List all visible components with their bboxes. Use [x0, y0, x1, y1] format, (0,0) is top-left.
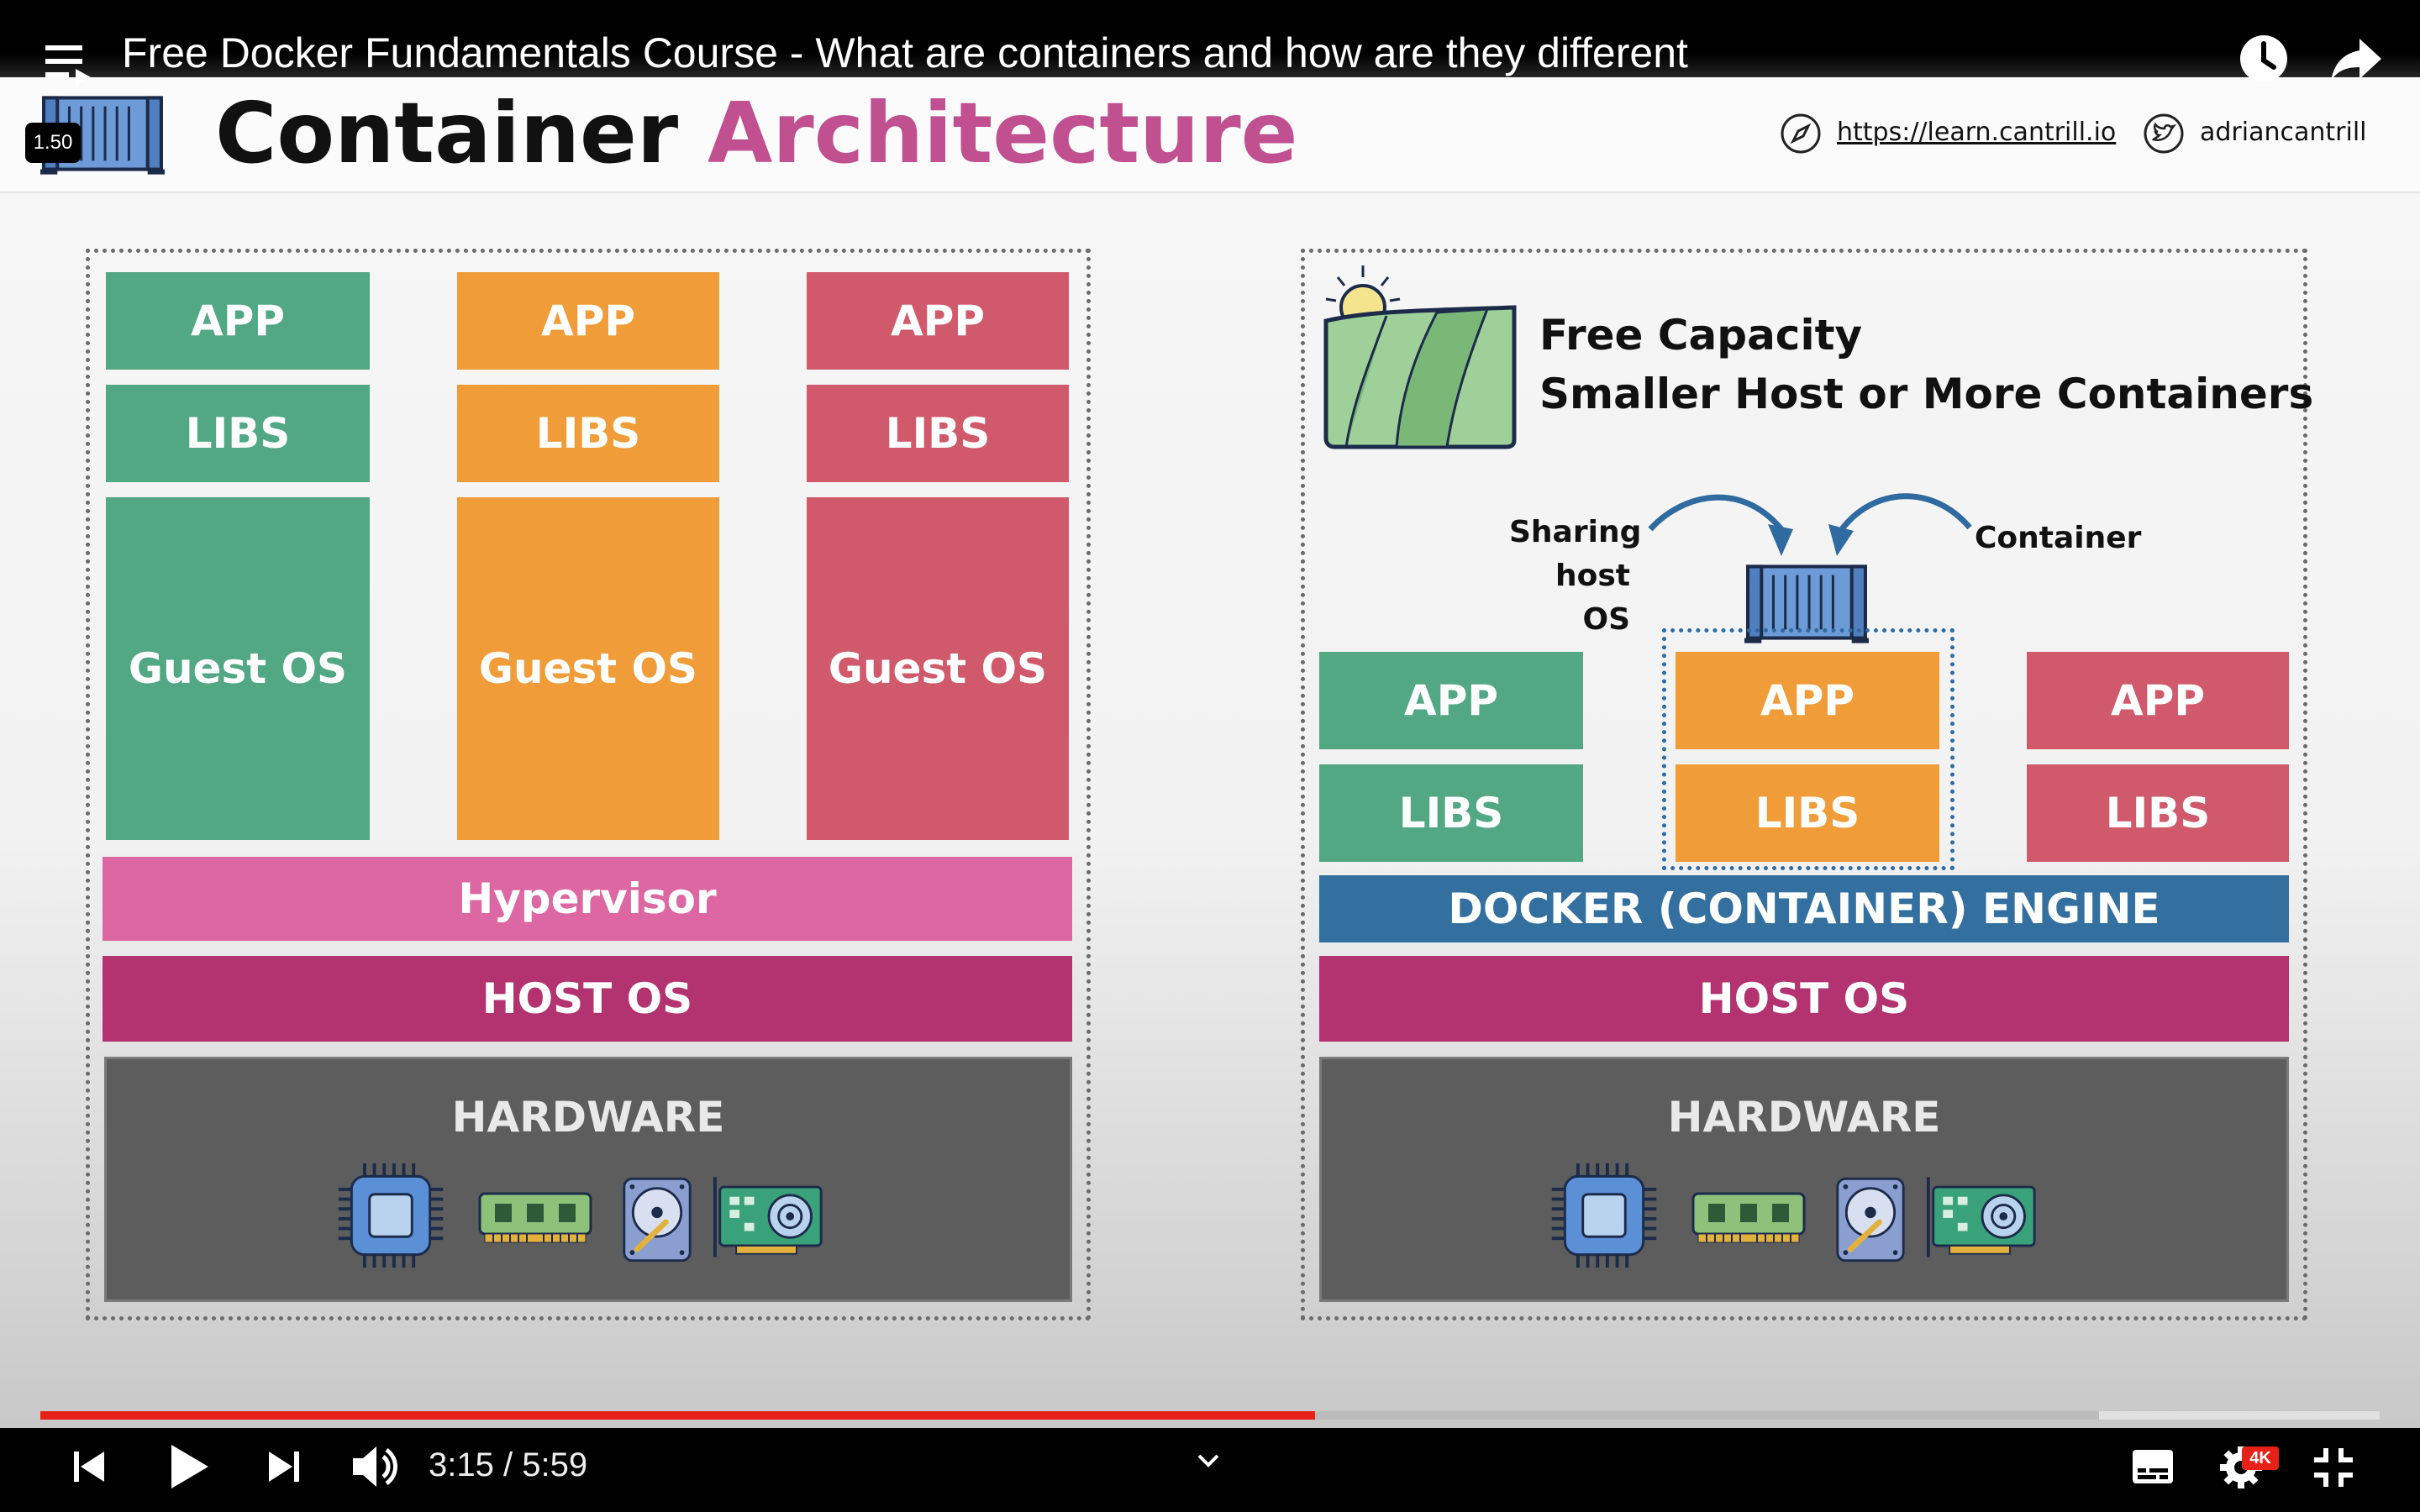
twitter-handle[interactable]: adriancantrill: [2200, 118, 2367, 147]
vm1-guest-os-block: Guest OS: [106, 497, 370, 840]
vm3-libs-block: LIBS: [807, 385, 1069, 482]
playlist-icon[interactable]: [44, 42, 94, 86]
sharing-caption-line2: host OS: [1555, 559, 1630, 637]
c1-libs-block: LIBS: [1319, 764, 1583, 862]
vm1-app-block: APP: [106, 272, 370, 370]
pointer-arrows: [1648, 493, 1972, 556]
hdd-icon: [1834, 1175, 1907, 1264]
time-display: 3:15 / 5:59: [429, 1446, 587, 1484]
vm-hardware-label: HARDWARE: [451, 1093, 725, 1142]
gpu-card-icon: [712, 1172, 826, 1263]
ram-icon: [1690, 1187, 1807, 1246]
gpu-card-icon: [1925, 1172, 2039, 1263]
free-capacity-heading: Free Capacity: [1539, 311, 1863, 360]
c3-libs-block: LIBS: [2027, 764, 2289, 862]
cpu-icon: [1547, 1158, 1661, 1273]
vm3-app-block: APP: [807, 272, 1069, 370]
vm-host-os-layer: HOST OS: [103, 956, 1072, 1042]
chevron-down-icon[interactable]: [1197, 1453, 1220, 1468]
exit-fullscreen-icon[interactable]: [2312, 1446, 2354, 1488]
clock-icon[interactable]: [2238, 34, 2289, 84]
time-current: 3:15: [429, 1446, 494, 1483]
container-host-os-layer: HOST OS: [1319, 956, 2289, 1042]
volume-icon[interactable]: [351, 1445, 398, 1488]
subtitles-icon[interactable]: [2131, 1448, 2175, 1485]
skip-next-icon[interactable]: [266, 1448, 302, 1485]
vm3-guest-os-block: Guest OS: [807, 497, 1069, 840]
c1-app-block: APP: [1319, 652, 1583, 749]
time-separator: /: [502, 1446, 513, 1483]
c2-app-block: APP: [1676, 652, 1939, 749]
skip-back-icon[interactable]: [71, 1448, 108, 1485]
ram-icon: [476, 1187, 594, 1246]
playback-speed-badge: 1.50: [25, 123, 81, 163]
c3-app-block: APP: [2027, 652, 2289, 749]
vm2-app-block: APP: [457, 272, 719, 370]
vm-hardware-layer: HARDWARE: [104, 1057, 1072, 1302]
container-hardware-label: HARDWARE: [1667, 1093, 1941, 1142]
vm-architecture-panel: [86, 249, 1091, 1320]
sharing-host-os-caption: Sharing host OS: [1509, 511, 1642, 642]
video-title[interactable]: Free Docker Fundamentals Course - What a…: [122, 29, 1688, 76]
docker-engine-layer: DOCKER (CONTAINER) ENGINE: [1319, 875, 2289, 942]
time-total: 5:59: [522, 1446, 588, 1483]
hdd-icon: [621, 1175, 693, 1264]
container-hardware-layer: HARDWARE: [1319, 1057, 2289, 1302]
top-overlay-bar: [0, 0, 2420, 77]
container-architecture-panel: [1301, 249, 2307, 1320]
container-caption: Container: [1975, 521, 2142, 555]
course-link[interactable]: https://learn.cantrill.io: [1837, 118, 2117, 147]
slide-header: [0, 76, 2420, 193]
sharing-caption-line1: Sharing: [1509, 515, 1642, 549]
c2-libs-block: LIBS: [1676, 764, 1939, 862]
play-icon[interactable]: [168, 1443, 210, 1490]
cpu-icon: [334, 1158, 448, 1273]
compass-icon: [1781, 113, 1821, 154]
slide-title: Container Architecture: [215, 87, 1298, 180]
share-icon[interactable]: [2329, 37, 2383, 82]
field-sun-icon: [1323, 265, 1517, 449]
container-highlight-box: [1662, 628, 1954, 870]
progress-played[interactable]: [40, 1411, 1316, 1420]
quality-badge: 4K: [2242, 1446, 2279, 1470]
hypervisor-layer: Hypervisor: [103, 857, 1072, 941]
free-capacity-subheading: Smaller Host or More Containers: [1539, 370, 2314, 418]
vm1-libs-block: LIBS: [106, 385, 370, 482]
player-controls: [0, 1428, 2420, 1512]
slide-title-part1: Container: [215, 84, 679, 182]
vm2-libs-block: LIBS: [457, 385, 719, 482]
vm2-guest-os-block: Guest OS: [457, 497, 719, 840]
twitter-icon: [2144, 113, 2184, 154]
slide-title-part2: Architecture: [708, 84, 1298, 182]
